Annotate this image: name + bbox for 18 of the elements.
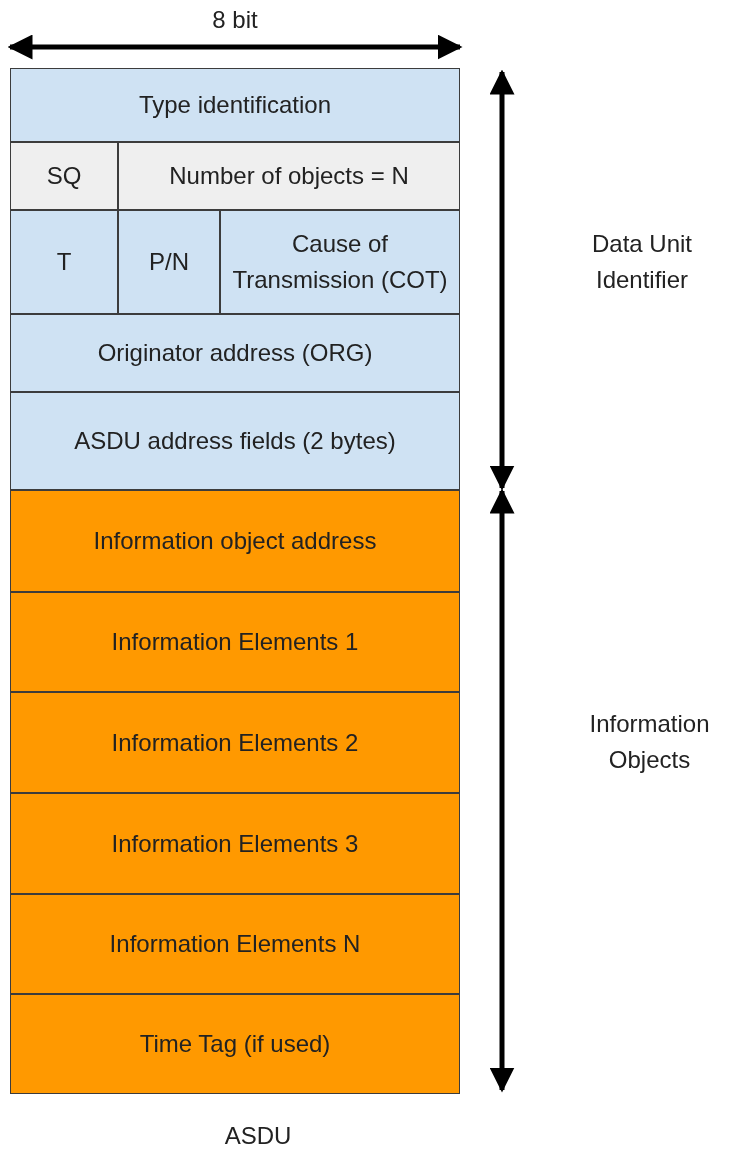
field-cell: Information Elements 1 [10, 592, 460, 692]
field-cell: T [10, 210, 118, 314]
section-label: Data Unit Identifier [591, 230, 692, 293]
section-label: Information Objects [589, 710, 710, 773]
field-cell: Information Elements 2 [10, 692, 460, 793]
caption: ASDU [224, 1122, 292, 1149]
field-cell: Information object address [10, 490, 460, 592]
bit-width-label: 8 bit [212, 6, 258, 33]
field-cell: Number of objects = N [118, 142, 460, 210]
field-cell: Cause of Transmission (COT) [220, 210, 460, 314]
field-cell: Originator address (ORG) [10, 314, 460, 392]
field-cell: Information Elements 3 [10, 793, 460, 894]
field-cell: Information Elements N [10, 894, 460, 994]
field-cell: Type identification [10, 68, 460, 142]
field-cell: ASDU address fields (2 bytes) [10, 392, 460, 490]
field-cell: SQ [10, 142, 118, 210]
field-cell: P/N [118, 210, 220, 314]
field-cell: Time Tag (if used) [10, 994, 460, 1094]
